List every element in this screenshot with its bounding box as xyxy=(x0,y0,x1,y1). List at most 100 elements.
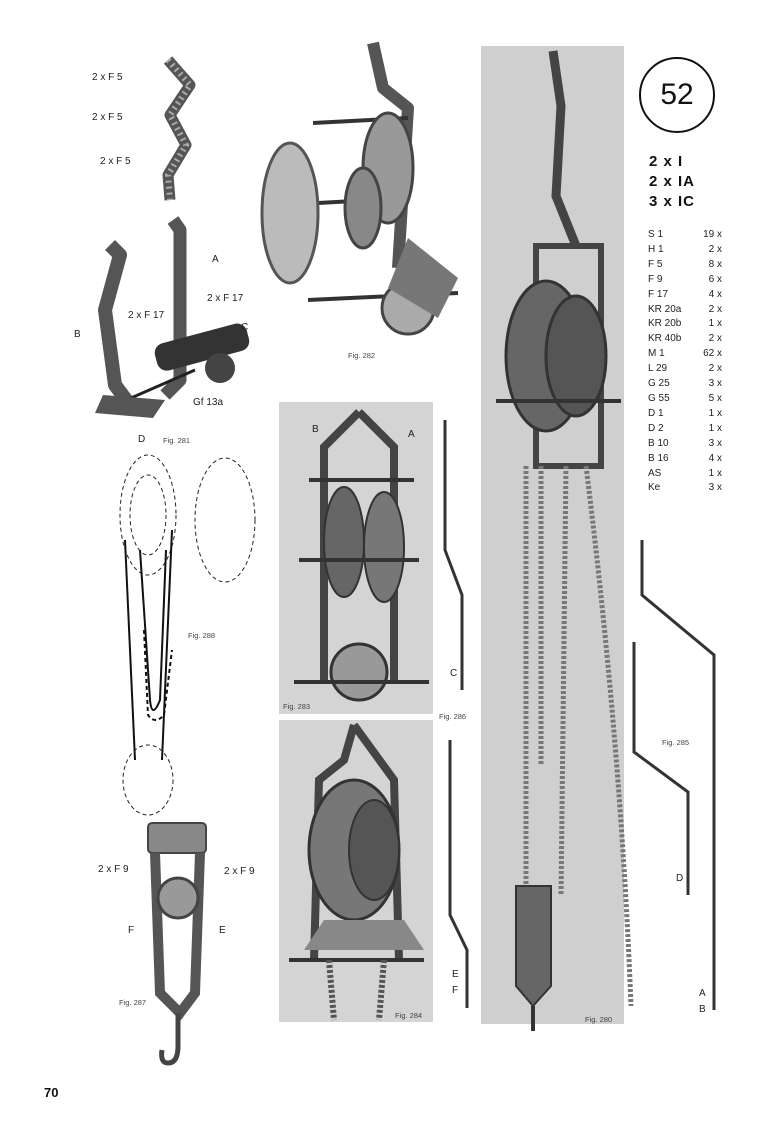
part-qty: 1 x xyxy=(708,407,722,419)
parts-row: D 1 1 x xyxy=(648,407,722,422)
part-qty: 6 x xyxy=(708,273,722,285)
part-qty: 3 x xyxy=(708,482,722,494)
label-e-fig287: E xyxy=(219,925,226,936)
fig284-mechanism-illustration xyxy=(289,722,424,1021)
part-code: AS xyxy=(648,467,662,479)
label-e-rod: E xyxy=(452,969,459,980)
rod-ab-illustration xyxy=(640,540,716,1010)
parts-row: L 29 2 x xyxy=(648,362,722,377)
fig282-gear-illustration xyxy=(260,41,459,336)
part-qty: 19 x xyxy=(703,229,722,240)
parts-row: Ke 3 x xyxy=(648,481,722,496)
caption-fig288: Fig. 288 xyxy=(188,631,216,640)
label-c-fig281: C xyxy=(241,322,249,333)
parts-row: AS 1 x xyxy=(648,467,722,482)
set-item: 3 x IC xyxy=(649,193,696,210)
part-code: D 2 xyxy=(648,422,664,434)
part-code: F 5 xyxy=(648,258,663,270)
part-code: Ke xyxy=(648,482,661,494)
fig283-photo: B A Fig. 283 xyxy=(279,402,433,714)
parts-row: D 2 1 x xyxy=(648,422,722,437)
set-item: 2 x I xyxy=(649,153,684,170)
caption-fig285: Fig. 285 xyxy=(662,738,690,747)
part-qty: 1 x xyxy=(708,422,722,434)
part-code: L 29 xyxy=(648,363,668,375)
part-qty: 3 x xyxy=(708,378,722,390)
label-2xF17-left: 2 x F 17 xyxy=(128,310,165,321)
label-b-fig281: B xyxy=(74,329,81,340)
part-code: G 25 xyxy=(648,378,670,390)
part-code: B 10 xyxy=(648,437,669,449)
part-qty: 1 x xyxy=(708,318,722,330)
label-b-fig283: B xyxy=(312,424,319,435)
part-qty: 8 x xyxy=(708,258,722,270)
page-number: 70 xyxy=(44,1085,59,1100)
label-d-rod: D xyxy=(676,873,684,884)
fig283-mechanism-illustration xyxy=(294,409,429,702)
label-2xF9-right: 2 x F 9 xyxy=(224,866,255,877)
caption-fig281: Fig. 281 xyxy=(163,436,191,445)
part-code: KR 20b xyxy=(648,318,682,330)
parts-row: F 5 8 x xyxy=(648,258,722,273)
label-a-rod: A xyxy=(699,988,706,999)
label-b-rod: B xyxy=(699,1004,706,1015)
label-d-fig281: D xyxy=(138,434,146,445)
part-code: S 1 xyxy=(648,229,664,240)
fig284-photo: Fig. 284 xyxy=(279,720,433,1022)
part-qty: 5 x xyxy=(708,392,722,404)
label-f-rod: F xyxy=(452,985,459,996)
parts-row: KR 40b 2 x xyxy=(648,332,722,347)
model-number-badge: 52 xyxy=(639,57,715,133)
parts-row: B 10 3 x xyxy=(648,437,722,452)
fig287-hook-block-illustration xyxy=(147,822,207,1066)
part-qty: 1 x xyxy=(708,467,722,479)
parts-row: G 25 3 x xyxy=(648,377,722,392)
part-code: D 1 xyxy=(648,407,664,419)
part-qty: 4 x xyxy=(708,288,722,300)
caption-fig282: Fig. 282 xyxy=(348,351,376,360)
label-2xF5-middle: 2 x F 5 xyxy=(92,112,123,123)
fig288-chain-diagram xyxy=(119,454,256,816)
part-qty: 2 x xyxy=(708,303,722,315)
rod-d-illustration xyxy=(632,642,690,895)
part-qty: 4 x xyxy=(708,452,722,464)
part-code: KR 20a xyxy=(648,303,682,315)
rod-ef-illustration xyxy=(448,740,469,1008)
part-qty: 2 x xyxy=(708,363,722,375)
part-qty: 3 x xyxy=(708,437,722,449)
label-2xF9-left: 2 x F 9 xyxy=(98,864,129,875)
rod-c-illustration xyxy=(443,420,464,690)
caption-fig284: Fig. 284 xyxy=(395,1011,423,1020)
fig280-chain-hoist-illustration xyxy=(496,50,634,1031)
caption-fig280: Fig. 280 xyxy=(585,1015,613,1024)
parts-row: M 1 62 x xyxy=(648,347,722,362)
caption-fig287: Fig. 287 xyxy=(119,998,147,1007)
parts-row: KR 20a 2 x xyxy=(648,303,722,318)
fig280-photo: Fig. 280 xyxy=(481,46,634,1031)
set-item: 2 x IA xyxy=(649,173,696,190)
parts-row: S 1 19 x xyxy=(648,228,722,243)
part-code: G 55 xyxy=(648,392,670,404)
label-2xF5-bottom: 2 x F 5 xyxy=(100,156,131,167)
set-list: 2 x I 2 x IA 3 x IC xyxy=(649,152,695,212)
part-qty: 62 x xyxy=(703,348,722,360)
label-c-rod: C xyxy=(450,668,458,679)
part-code: KR 40b xyxy=(648,333,682,345)
label-2xF5-top: 2 x F 5 xyxy=(92,72,123,83)
fig281-frame-illustration xyxy=(95,216,250,418)
label-a-fig283: A xyxy=(408,429,415,440)
label-a-fig281: A xyxy=(212,254,219,265)
part-code: H 1 xyxy=(648,243,664,255)
part-code: M 1 xyxy=(648,348,665,360)
fig281-strip-illustration xyxy=(162,56,196,201)
caption-fig283: Fig. 283 xyxy=(283,702,311,711)
part-code: F 17 xyxy=(648,288,669,300)
label-f-fig287: F xyxy=(128,925,135,936)
parts-row: KR 20b 1 x xyxy=(648,317,722,332)
parts-row: G 55 5 x xyxy=(648,392,722,407)
part-qty: 2 x xyxy=(708,333,722,345)
